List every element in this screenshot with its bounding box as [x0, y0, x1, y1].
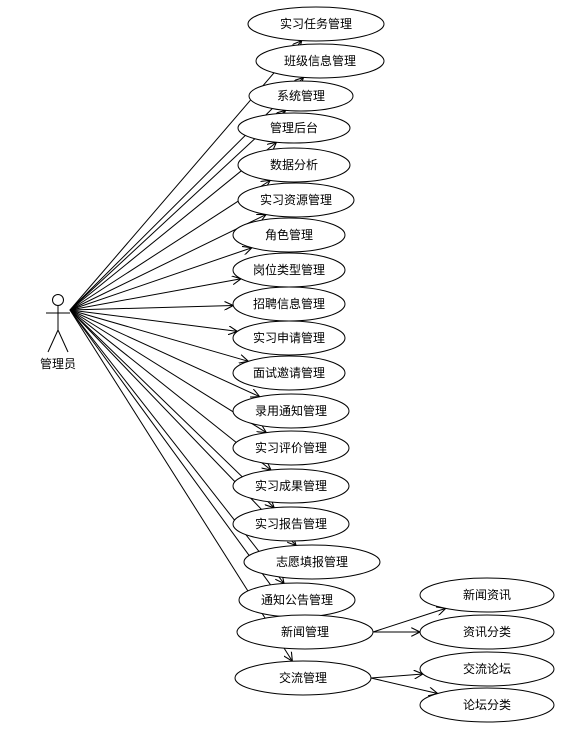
uc-admin-backend-label: 管理后台	[270, 120, 318, 135]
uc-forum-ellipse	[234, 660, 372, 696]
uc-hiring-notice: 录用通知管理	[232, 393, 350, 429]
uc-news-info-label: 新闻资讯	[463, 587, 511, 602]
uc-admin-backend-ellipse	[237, 112, 351, 144]
uc-class-info-label: 班级信息管理	[284, 53, 356, 68]
association-uc-position-type	[69, 279, 241, 311]
uc-role-label: 角色管理	[265, 227, 313, 242]
uc-internship-evaluation-ellipse	[232, 430, 350, 466]
uc-forum-category: 论坛分类	[419, 687, 555, 723]
uc-interview-invitation-ellipse	[232, 355, 346, 391]
uc-internship-application: 实习申请管理	[232, 320, 346, 356]
uc-internship-resource-label: 实习资源管理	[260, 192, 332, 207]
uc-internship-evaluation-label: 实习评价管理	[255, 440, 327, 455]
uc-news: 新闻管理	[236, 614, 374, 650]
association-uc-announcement	[69, 309, 284, 583]
uc-interview-invitation-label: 面试邀请管理	[253, 365, 325, 380]
uc-internship-resource-ellipse	[237, 182, 355, 218]
uc-hiring-notice-label: 录用通知管理	[255, 403, 327, 418]
uc-hiring-notice-ellipse	[232, 393, 350, 429]
uc-system-label: 系统管理	[277, 88, 325, 103]
uc-news-category-ellipse	[419, 614, 555, 650]
uc-interview-invitation: 面试邀请管理	[232, 355, 346, 391]
use-case-nodes: 实习任务管理班级信息管理系统管理管理后台数据分析实习资源管理角色管理岗位类型管理…	[232, 6, 555, 723]
uc-forum-board: 交流论坛	[419, 651, 555, 687]
uc-internship-results-ellipse	[232, 468, 350, 504]
uc-forum-category-label: 论坛分类	[463, 698, 511, 712]
stick-figure-actor-icon	[46, 294, 70, 353]
association-uc-internship-report	[69, 309, 274, 508]
actor-label: 管理员	[40, 356, 76, 371]
uc-internship-results: 实习成果管理	[232, 468, 350, 504]
association-uc-role	[69, 248, 252, 311]
uc-position-type: 岗位类型管理	[232, 252, 346, 288]
uc-system-ellipse	[248, 80, 354, 112]
uc-forum-category-ellipse	[419, 687, 555, 723]
uc-forum-board-label: 交流论坛	[463, 661, 511, 676]
uc-announcement-label: 通知公告管理	[261, 592, 333, 607]
uc-position-type-label: 岗位类型管理	[253, 262, 325, 277]
uc-admin-backend: 管理后台	[237, 112, 351, 144]
uc-internship-results-label: 实习成果管理	[255, 478, 327, 493]
uc-data-analysis-ellipse	[237, 147, 351, 183]
uc-internship-report-label: 实习报告管理	[255, 516, 327, 531]
uc-internship-task-ellipse	[247, 6, 385, 42]
uc-volunteer-application: 志愿填报管理	[243, 544, 381, 580]
uc-volunteer-application-label: 志愿填报管理	[276, 554, 348, 569]
uc-news-info: 新闻资讯	[419, 577, 555, 613]
association-uc-internship-resource	[69, 215, 266, 311]
uc-forum-label: 交流管理	[279, 670, 327, 685]
actor: 管理员	[40, 294, 76, 371]
uc-recruitment-info-label: 招聘信息管理	[253, 296, 325, 311]
association-uc-internship-application	[69, 309, 237, 331]
uc-data-analysis-label: 数据分析	[270, 157, 318, 172]
uc-internship-application-ellipse	[232, 320, 346, 356]
uc-news-category-label: 资讯分类	[463, 625, 511, 639]
association-uc-system	[69, 110, 286, 311]
uc-news-info-ellipse	[419, 577, 555, 613]
uc-internship-evaluation: 实习评价管理	[232, 430, 350, 466]
association-uc-forum-board	[370, 674, 423, 678]
uc-internship-application-label: 实习申请管理	[253, 330, 325, 345]
uc-volunteer-application-ellipse	[243, 544, 381, 580]
association-uc-news-info	[372, 608, 446, 633]
association-uc-hiring-notice	[69, 309, 260, 397]
uc-announcement: 通知公告管理	[238, 582, 356, 618]
uc-role: 角色管理	[232, 217, 346, 253]
uc-class-info: 班级信息管理	[255, 43, 385, 79]
uc-forum-board-ellipse	[419, 651, 555, 687]
uc-internship-report: 实习报告管理	[232, 506, 350, 542]
uc-internship-task-label: 实习任务管理	[280, 16, 352, 31]
association-uc-interview-invitation	[69, 309, 248, 361]
association-uc-volunteer-application	[69, 309, 296, 545]
uc-class-info-ellipse	[255, 43, 385, 79]
uc-news-category: 资讯分类	[419, 614, 555, 650]
uc-forum: 交流管理	[234, 660, 372, 696]
uc-internship-report-ellipse	[232, 506, 350, 542]
uc-internship-task: 实习任务管理	[247, 6, 385, 42]
uc-system: 系统管理	[248, 80, 354, 112]
uc-data-analysis: 数据分析	[237, 147, 351, 183]
uc-news-ellipse	[236, 614, 374, 650]
uc-news-label: 新闻管理	[281, 624, 329, 639]
association-uc-data-analysis	[69, 180, 270, 311]
uc-role-ellipse	[232, 217, 346, 253]
uc-internship-resource: 实习资源管理	[237, 182, 355, 218]
association-uc-forum-category	[370, 677, 438, 694]
association-uc-recruitment-info	[69, 306, 233, 311]
uc-recruitment-info: 招聘信息管理	[232, 286, 346, 322]
